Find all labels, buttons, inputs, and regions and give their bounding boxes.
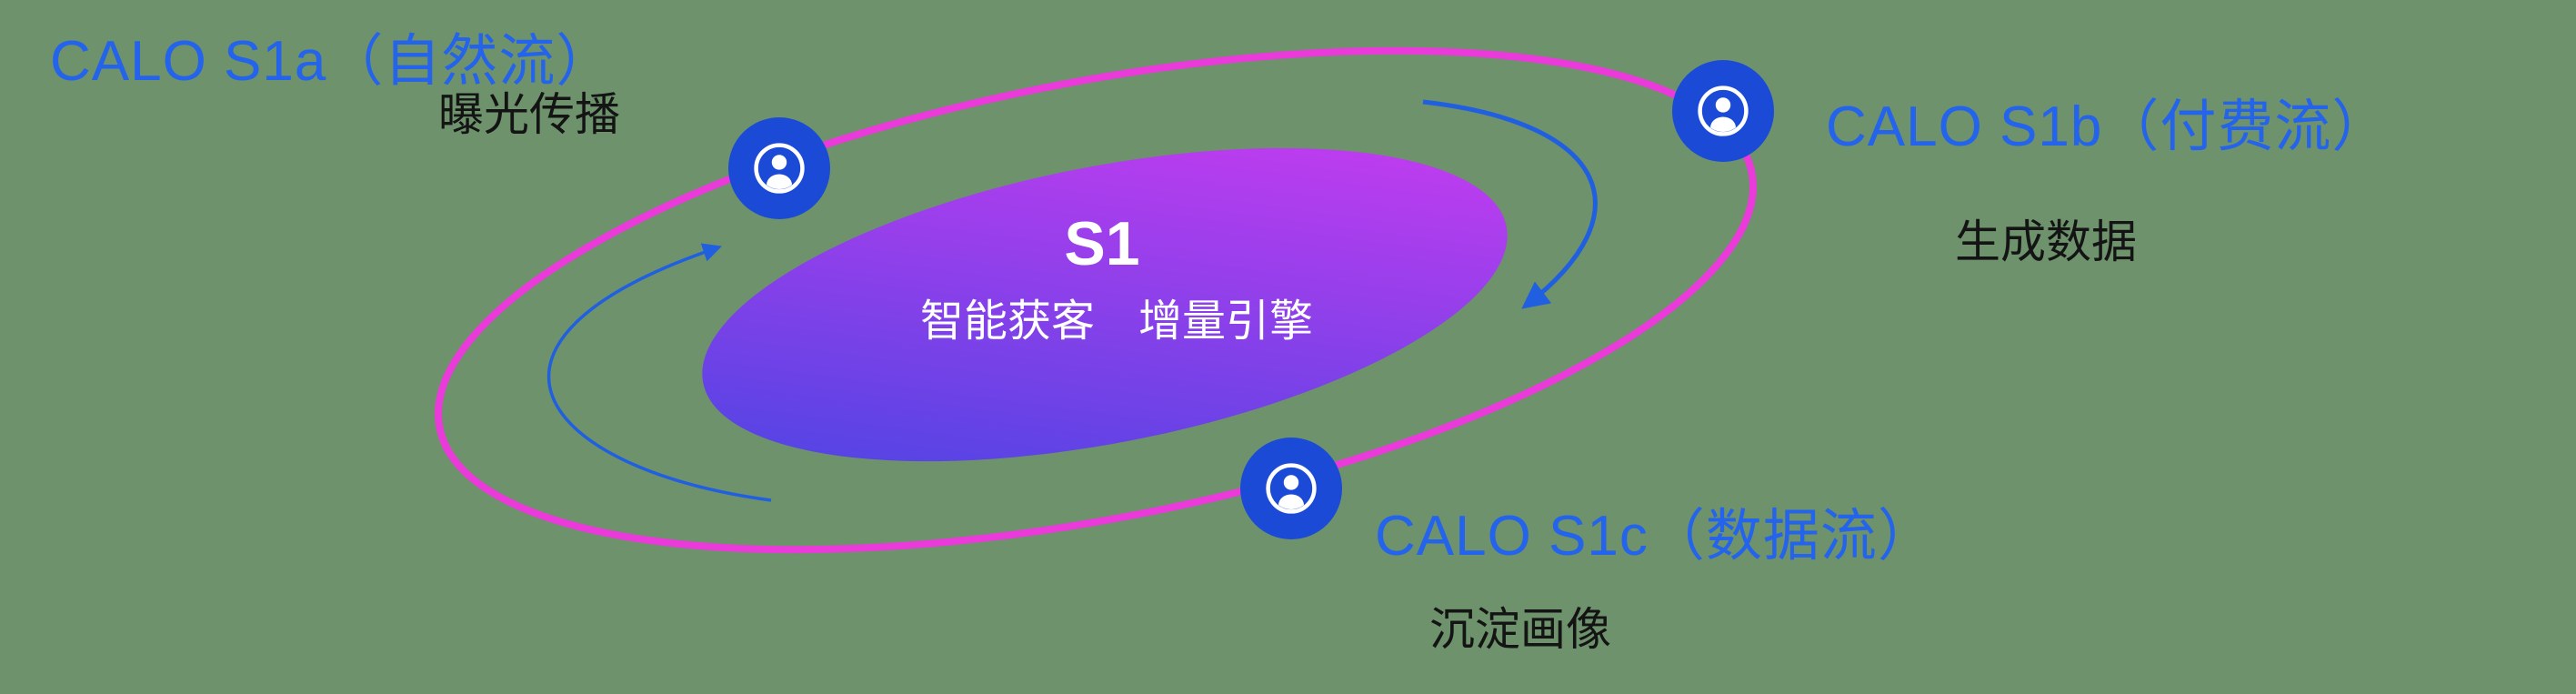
label-s1c-title: CALO S1c（数据流） (1375, 505, 1935, 568)
arrow-right-icon (1422, 99, 1598, 309)
label-s1a-subtitle: 曝光传播 (438, 89, 620, 140)
user-icon (754, 143, 805, 194)
label-s1a-title: CALO S1a（自然流） (50, 30, 614, 93)
node-s1a (728, 117, 830, 219)
label-s1b-title: CALO S1b（付费流） (1826, 96, 2390, 158)
label-s1c-subtitle: 沉淀画像 (1429, 604, 1611, 655)
label-s1b-subtitle: 生成数据 (1955, 216, 2137, 267)
user-icon (1698, 85, 1749, 136)
user-icon (1266, 463, 1317, 514)
center-subtitle: 智能获客 增量引擎 (919, 297, 1314, 346)
node-s1b (1672, 60, 1774, 162)
node-s1c (1240, 438, 1342, 539)
orbit-ring (435, 46, 1757, 554)
arrow-left-icon (546, 243, 772, 502)
core-ellipse (702, 147, 1508, 462)
center-title: S1 (1064, 209, 1140, 278)
